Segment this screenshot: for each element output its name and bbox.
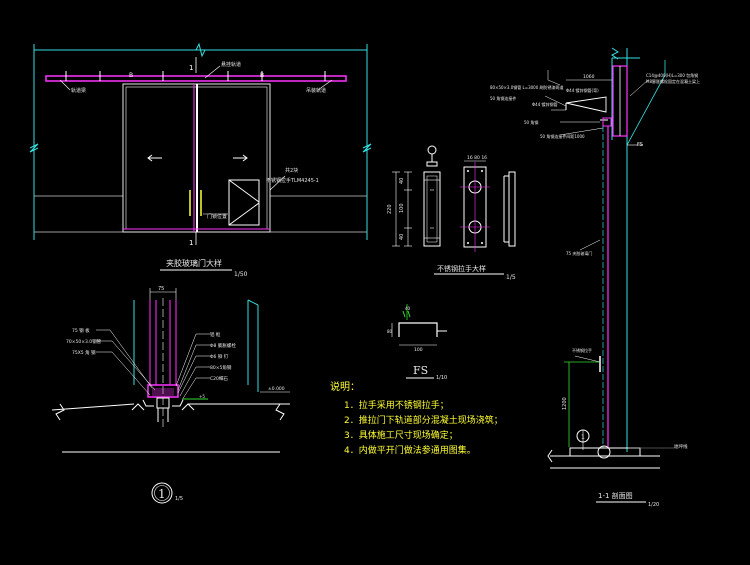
elevation-label-top: 悬挂轨道 [221,61,241,68]
notes-item-3: 4．内做平开门做法参通用图集。 [344,444,476,456]
svg-text:+5: +5 [199,394,205,399]
section1-dim-top: 75 [158,286,164,292]
elevation-label-left: 轨道梁 [71,87,86,94]
grid-mark-top: 1 [189,64,193,72]
fs-scale: 1/10 [436,375,447,381]
section1-label-right-2: Φ6 铆 钉 [210,353,229,360]
elevation-label-handle-num: 共2块 [285,167,298,174]
ll-ground: 地坪线 [674,443,688,450]
ll-label-5: 50 角钢连接件间距1000 [540,133,585,139]
notes-item-0: 1．拉手采用不锈钢拉手； [344,399,449,411]
section1-level: ±0.000 [268,386,285,392]
notes-heading: 说明： [330,380,360,393]
handle-scale: 1/5 [506,274,516,281]
handle-title: 不锈钢拉手大样 [437,264,486,273]
elevation-scale: 1/50 [234,271,248,278]
ll-label-9: M8膨胀螺栓固定在混凝土梁上 [646,78,700,84]
elevation-label-right: 吊装轨道 [306,87,326,94]
handle-dim-3: 40 [399,234,405,240]
door-elevation: 1 1 B B 悬挂轨道 轨道梁 吊装轨道 共2块 不锈钢拉手TLM4245-1… [29,42,372,278]
handle-dim-1: 40 [399,178,405,184]
ll-label-1: 50 角钢连接件 [490,95,516,101]
handle-dim-2: 100 [399,203,405,213]
fs-dim-h: 80 [387,329,393,334]
section1-scale: 1/5 [175,496,183,502]
ll-title: 1-1 剖面图 [598,491,633,500]
section-1-1: 1060 1200 地坪线 1 FS [490,47,700,508]
ll-label-2: Φ44 镀锌钢管 [532,101,558,107]
ll-dim-side: 1200 [562,397,568,410]
ll-dim-top: 1060 [583,74,595,80]
ll-scale: 1/20 [648,502,659,508]
elevation-title: 夹胶玻璃门大样 [166,258,222,268]
grid-mark-bottom: 1 [189,239,193,247]
section1-label-left-1: 70×50×3.0钢管 [66,338,102,345]
b-mark-left: B [129,72,133,79]
fs-dim-top: 40 [405,306,411,311]
fs-title: FS [413,364,428,377]
section1-circle-num: 1 [158,487,166,501]
elevation-label-handle: 不锈钢拉手TLM4245-1 [266,177,319,184]
section1-label-right-1: Φ8 膨胀螺栓 [210,342,236,349]
b-mark-right: B [260,72,264,79]
ll-label-6: 75 夹胶玻璃门 [566,250,592,256]
ll-grid-mark: 1 [581,434,585,441]
ll-label-7: 不锈钢拉手 [572,347,592,353]
notes-item-2: 3．具体施工尺寸现场确定； [344,429,458,441]
section1-label-right-4: C20细石 [210,375,228,382]
elevation-label-lock: 门锁位置 [207,213,227,220]
handle-dim-total: 220 [387,204,393,214]
section1-label-left-0: 75 钢 板 [72,327,90,334]
ll-fs-mark: FS [637,142,643,148]
ll-label-8: C14@400(H)L=300 包角钢 [646,72,698,78]
section1-label-right-0: 铝 框 [210,331,221,338]
ll-label-4: Φ44 镀锌钢管(弯) [566,87,599,93]
ll-label-3: 50 角钢 [524,119,538,125]
section1-label-left-2: 75X5 角 钢 [72,349,96,356]
fs-dim-w: 100 [414,347,423,353]
handle-dim-top: 16 80 16 [467,155,487,161]
ll-label-0: 80×50×3.0钢管 L=3000 刷防锈漆两道 [490,84,564,90]
section1-label-right-3: 80×5角钢 [210,364,232,371]
handle-detail: 40 100 40 220 16 80 16 不锈钢拉手大样 1/5 [387,145,516,281]
notes: 说明： 1．拉手采用不锈钢拉手； 2．推拉门下轨道部分混凝土现场浇筑； 3．具体… [330,380,503,456]
section-1: 75 +5 ±0.000 75 钢 板 70×50×3.0钢管 75 [51,286,290,504]
notes-item-1: 2．推拉门下轨道部分混凝土现场浇筑； [344,414,503,426]
fs-detail: 40 100 80 FS 1/10 [387,304,447,381]
